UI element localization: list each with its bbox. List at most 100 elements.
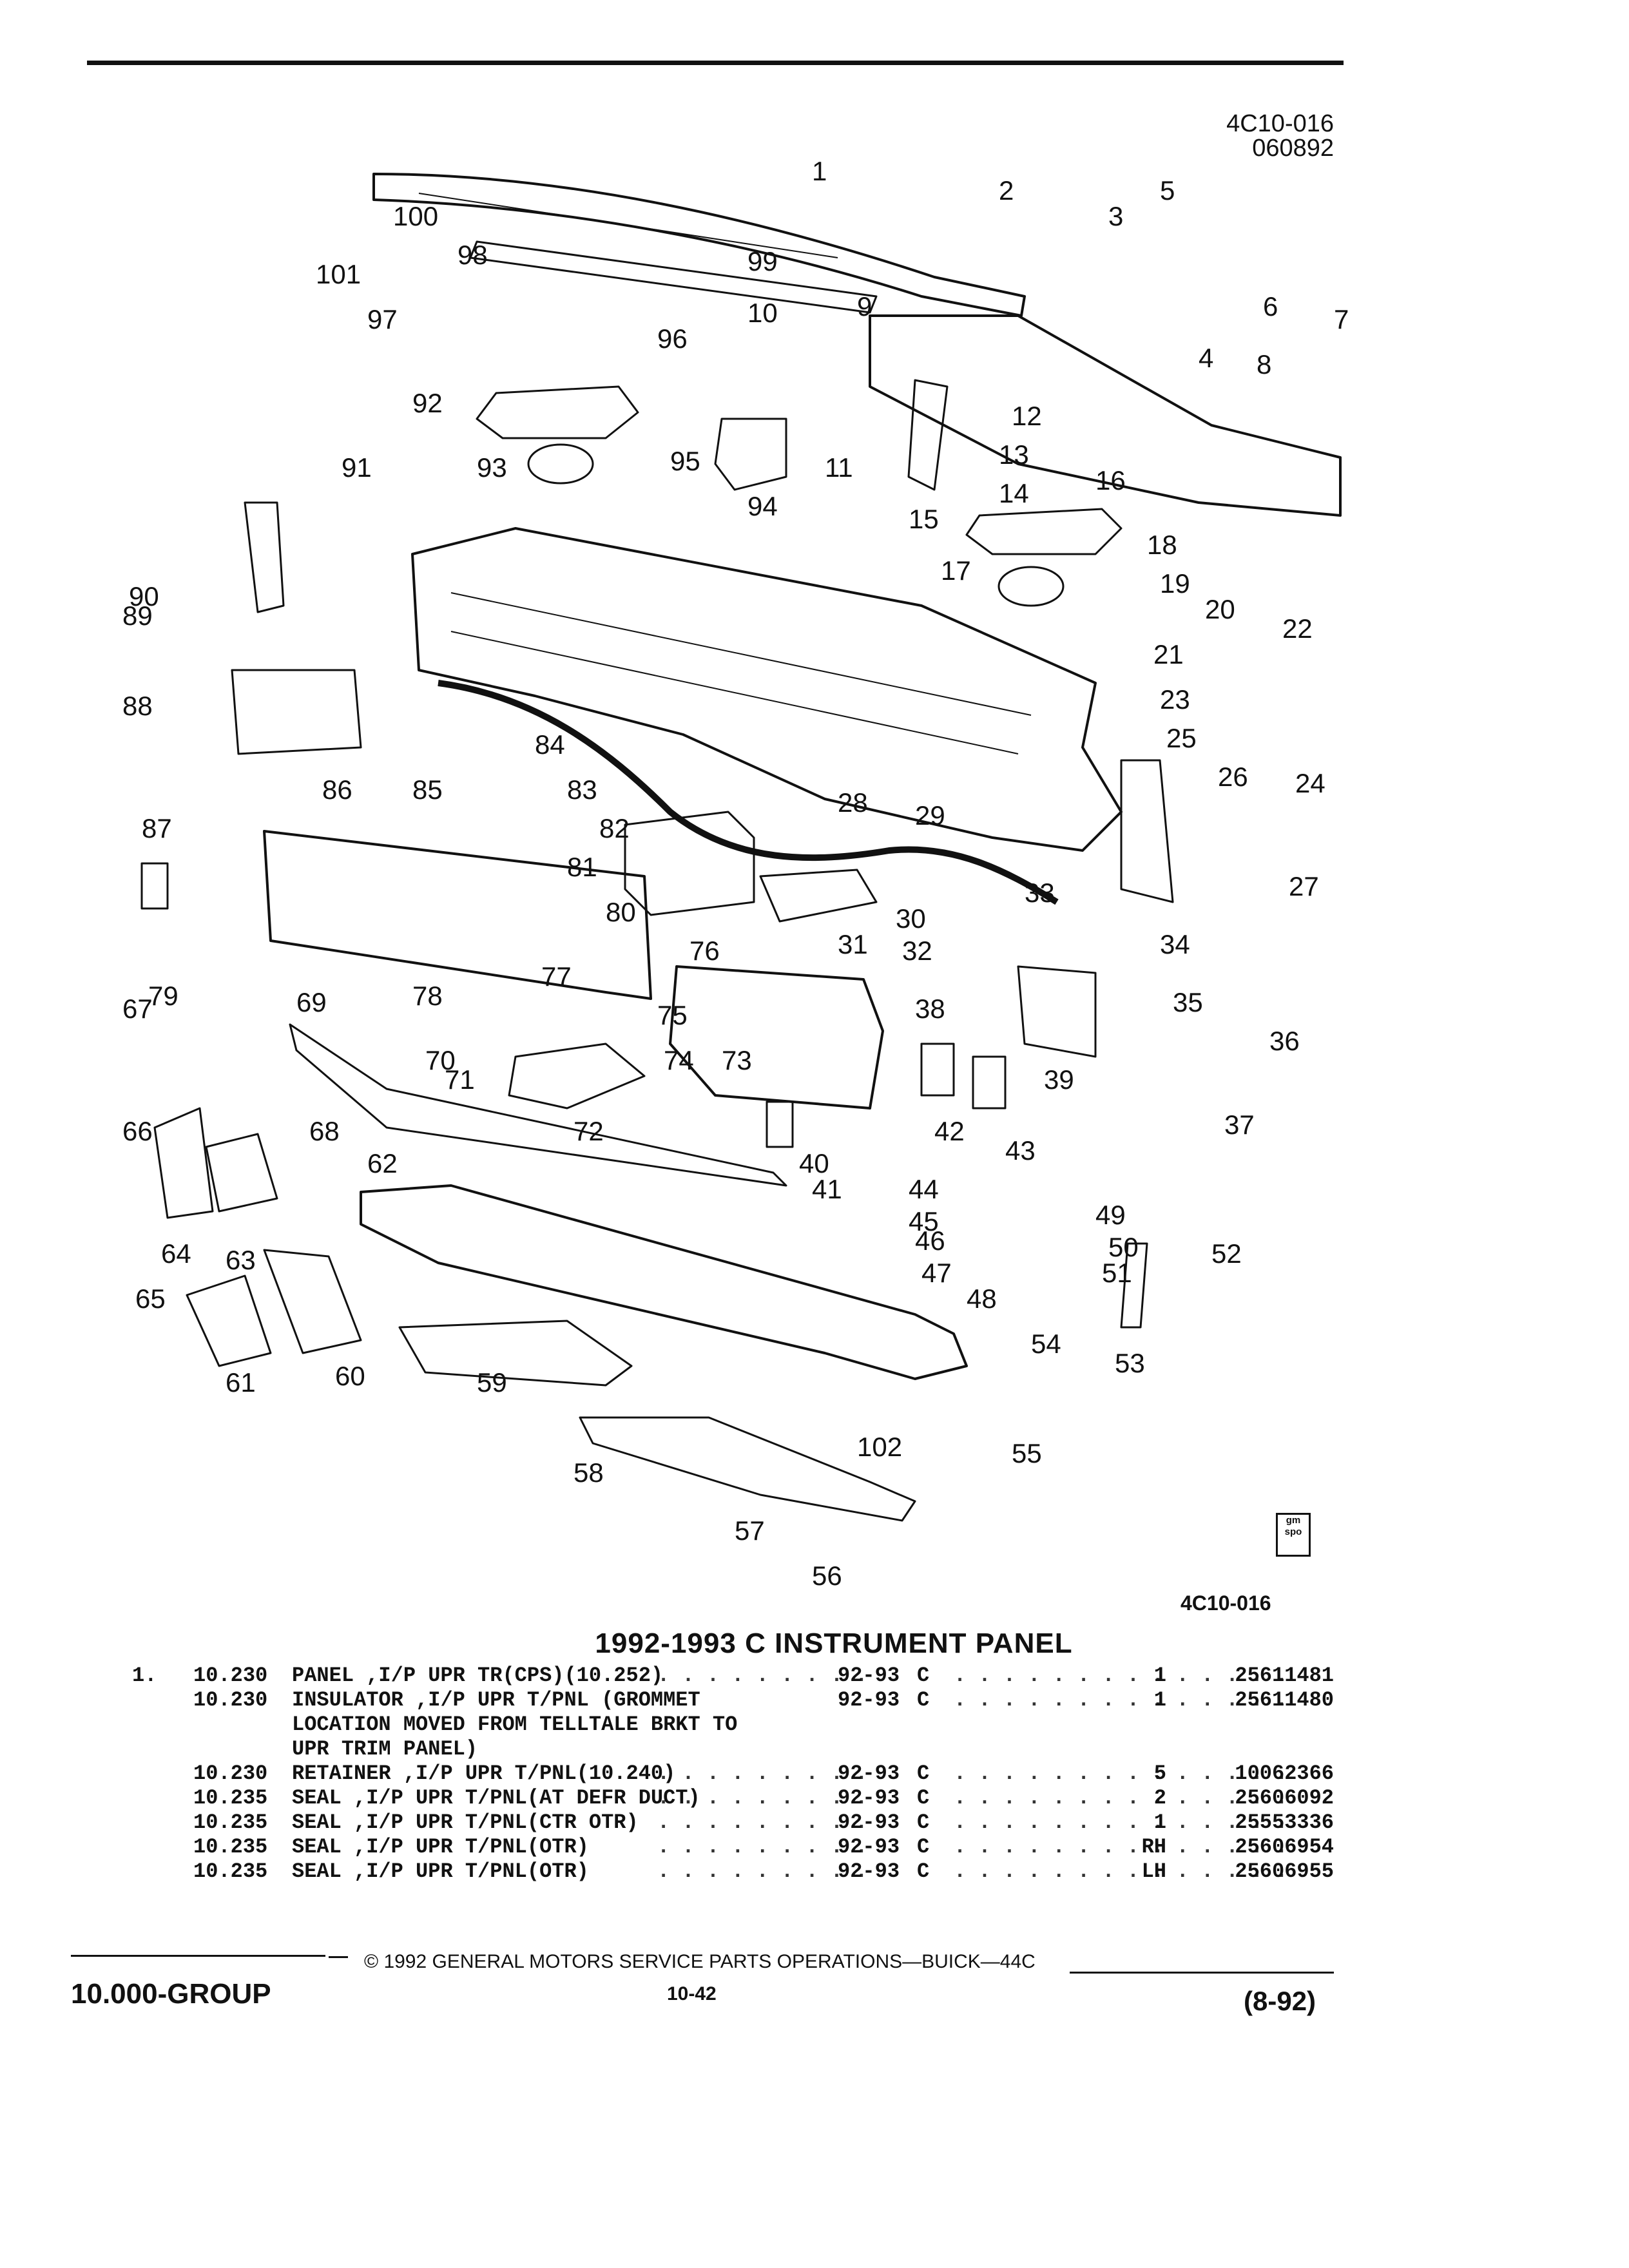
leader-dots: . . . . . . . . . . . . . .: [954, 1835, 1288, 1859]
callout-93: 93: [477, 452, 507, 483]
callout-35: 35: [1173, 987, 1203, 1017]
glove-box-door-shape: [669, 965, 884, 1110]
callout-81: 81: [567, 852, 597, 882]
callout-23: 23: [1160, 684, 1190, 715]
callout-84: 84: [535, 729, 565, 760]
callout-63: 63: [226, 1245, 256, 1275]
logo-top-text: gm: [1286, 1515, 1301, 1526]
part-description: SEAL ,I/P UPR T/PNL(OTR): [292, 1835, 589, 1859]
page-number: 10-42: [667, 1983, 717, 2004]
callout-60: 60: [335, 1361, 365, 1391]
leader-dots: . . . . . . . . .: [657, 1664, 868, 1687]
leader-dots: . . . . . . . . . . . . . .: [954, 1664, 1288, 1687]
callout-95: 95: [670, 446, 700, 476]
callout-74: 74: [664, 1045, 694, 1075]
callout-80: 80: [606, 897, 636, 927]
leader-dots: . . . . . . . . . . . . . .: [954, 1811, 1288, 1834]
leader-dots: . . . . . . . . .: [657, 1762, 868, 1785]
logo-bottom-text: spo: [1284, 1526, 1302, 1537]
leader-dots: . . . . . . . . .: [657, 1835, 868, 1859]
part-number: 25606092: [1235, 1786, 1334, 1810]
wiring-harness-shape: [438, 680, 1059, 905]
callout-52: 52: [1211, 1238, 1242, 1269]
part-description: SEAL ,I/P UPR T/PNL(CTR OTR): [292, 1811, 639, 1834]
part-series: C: [917, 1811, 930, 1834]
callout-89: 89: [122, 601, 153, 631]
figure-number: 4C10-016: [1181, 1591, 1271, 1615]
leader-dots: . . . . . . . . .: [657, 1811, 868, 1834]
callout-68: 68: [309, 1116, 340, 1146]
leader-dots: . . . . . . . . . . . . . .: [954, 1786, 1288, 1810]
callout-87: 87: [142, 813, 172, 843]
callout-96: 96: [657, 323, 688, 354]
callout-45: 45: [909, 1206, 939, 1236]
part-number: 25553336: [1235, 1811, 1334, 1834]
callout-17: 17: [941, 555, 971, 586]
callout-20: 20: [1205, 594, 1235, 624]
part-years: 92-93: [838, 1762, 900, 1785]
callout-29: 29: [915, 800, 945, 831]
callout-9: 9: [857, 291, 872, 322]
callout-37: 37: [1224, 1110, 1255, 1140]
callout-30: 30: [896, 903, 926, 934]
callout-85: 85: [412, 774, 443, 805]
callout-41: 41: [812, 1174, 842, 1204]
callout-25: 25: [1166, 723, 1197, 753]
callout-75: 75: [657, 1000, 688, 1030]
leader-dots: . . . . . . . . .: [657, 1786, 868, 1810]
callout-10: 10: [747, 298, 778, 328]
part-years: 92-93: [838, 1664, 900, 1687]
part-quantity: 1: [1153, 1811, 1166, 1834]
callout-5: 5: [1160, 175, 1175, 206]
callout-40: 40: [799, 1148, 829, 1178]
callout-16: 16: [1095, 465, 1126, 495]
leader-dots: . . . . . . . . . . . . . .: [954, 1860, 1288, 1883]
callout-22: 22: [1282, 613, 1313, 644]
callout-12: 12: [1012, 401, 1042, 431]
callout-53: 53: [1115, 1348, 1145, 1378]
footer-rule-left: [329, 1956, 348, 1958]
callout-18: 18: [1147, 530, 1177, 560]
callout-2: 2: [999, 175, 1014, 206]
callout-4: 4: [1199, 343, 1213, 373]
callout-65: 65: [135, 1283, 166, 1314]
part-description: PANEL ,I/P UPR TR(CPS)(10.252): [292, 1664, 664, 1687]
leader-dots: . . . . . . . . . . . . . .: [954, 1762, 1288, 1785]
callout-56: 56: [812, 1561, 842, 1591]
part-group: 10.235: [193, 1811, 268, 1834]
footer-rule-right: [1070, 1972, 1334, 1974]
callout-27: 27: [1289, 871, 1319, 901]
part-description: SEAL ,I/P UPR T/PNL(OTR): [292, 1860, 589, 1883]
gm-spo-logo: gm spo: [1276, 1513, 1311, 1557]
callout-72: 72: [574, 1116, 604, 1146]
illustration-id: 4C10-016: [1226, 110, 1334, 137]
callout-61: 61: [226, 1367, 256, 1398]
molding-shape: [289, 1023, 787, 1187]
part-index: 1.: [132, 1664, 157, 1687]
lower-panel-shape: [360, 1184, 968, 1380]
page-title: 1992-1993 C INSTRUMENT PANEL: [595, 1628, 1073, 1659]
callout-58: 58: [574, 1457, 604, 1488]
callout-1: 1: [812, 156, 827, 186]
callout-73: 73: [722, 1045, 752, 1075]
callout-38: 38: [915, 994, 945, 1024]
callout-48: 48: [967, 1283, 997, 1314]
part-quantity: 5: [1153, 1762, 1166, 1785]
part-group: 10.230: [193, 1664, 268, 1687]
part-number: 10062366: [1235, 1762, 1334, 1785]
callout-21: 21: [1153, 639, 1184, 669]
part-description: SEAL ,I/P UPR T/PNL(AT DEFR DUCT): [292, 1786, 700, 1810]
leader-dots: . . . . . . . . .: [657, 1860, 868, 1883]
callout-100: 100: [393, 201, 438, 231]
group-label: 10.000-GROUP: [71, 1978, 271, 2010]
part-description: INSULATOR ,I/P UPR T/PNL (GROMMET: [292, 1688, 700, 1712]
callout-94: 94: [747, 491, 778, 521]
part-group: 10.235: [193, 1786, 268, 1810]
callout-47: 47: [921, 1258, 952, 1288]
defroster-duct-shape: [869, 314, 1342, 517]
part-years: 92-93: [838, 1786, 900, 1810]
